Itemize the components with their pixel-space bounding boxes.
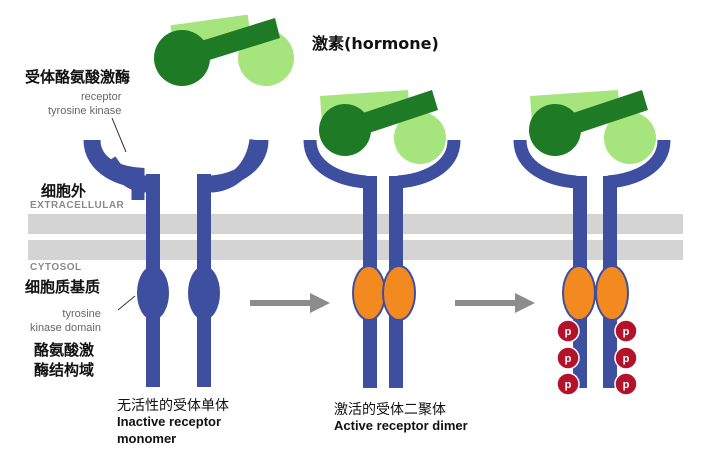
svg-text:p: p bbox=[565, 379, 572, 391]
active-kinase-domain-left bbox=[352, 265, 386, 321]
kinase-domain-label-cn: 酪氨酸激 酶结构域 bbox=[34, 341, 95, 379]
arrow-2 bbox=[455, 293, 535, 313]
inactive-caption-cn: 无活性的受体单体 bbox=[117, 398, 229, 414]
svg-text:p: p bbox=[623, 379, 630, 391]
svg-text:p: p bbox=[623, 326, 630, 338]
cell-membrane bbox=[28, 214, 683, 260]
phosphate-left-1: p bbox=[556, 319, 580, 343]
phosphate-right-1: p bbox=[614, 319, 638, 343]
kinase-domain-leader-line bbox=[117, 295, 136, 311]
active-kinase-domain-right bbox=[382, 265, 416, 321]
active-receptor-dimer bbox=[303, 139, 461, 388]
phosphate-right-3: p bbox=[614, 372, 638, 396]
cytosol-label-en: CYTOSOL bbox=[30, 262, 82, 273]
hormone-molecule-2 bbox=[319, 90, 446, 164]
svg-text:p: p bbox=[565, 326, 572, 338]
hormone-label: 激素(hormone) bbox=[312, 34, 439, 53]
svg-text:p: p bbox=[623, 353, 630, 365]
phosphorylated-receptor-dimer bbox=[513, 139, 671, 388]
phospho-kinase-domain-right bbox=[595, 265, 629, 321]
active-caption-en: Active receptor dimer bbox=[334, 418, 468, 433]
receptor-label-en: receptor tyrosine kinase bbox=[48, 91, 122, 117]
inactive-kinase-domain-left bbox=[137, 266, 169, 320]
phospho-kinase-domain-left bbox=[562, 265, 596, 321]
inactive-kinase-domain-right bbox=[188, 266, 220, 320]
extracellular-label-en: EXTRACELLULAR bbox=[30, 200, 125, 211]
phosphate-groups: p p p p p p bbox=[556, 319, 638, 396]
phosphate-left-3: p bbox=[556, 372, 580, 396]
receptor-label-cn: 受体酪氨酸激酶 bbox=[25, 68, 131, 86]
kinase-domain-label-en: tyrosine kinase domain bbox=[30, 308, 101, 334]
hormone-molecule-3 bbox=[529, 90, 656, 164]
phosphate-left-2: p bbox=[556, 346, 580, 370]
phosphate-right-2: p bbox=[614, 346, 638, 370]
extracellular-label-cn: 细胞外 bbox=[41, 182, 87, 200]
receptor-leader-line bbox=[111, 117, 127, 153]
cytosol-label-cn: 细胞质基质 bbox=[25, 278, 101, 296]
hormone-molecule-1 bbox=[154, 14, 294, 86]
arrow-1 bbox=[250, 293, 330, 313]
inactive-caption-en-line1: Inactive receptor bbox=[117, 414, 222, 429]
svg-text:p: p bbox=[565, 353, 572, 365]
inactive-receptor-monomer-right bbox=[188, 138, 263, 387]
inactive-caption-en-line2: monomer bbox=[117, 431, 177, 446]
active-caption-cn: 激活的受体二聚体 bbox=[334, 402, 446, 418]
